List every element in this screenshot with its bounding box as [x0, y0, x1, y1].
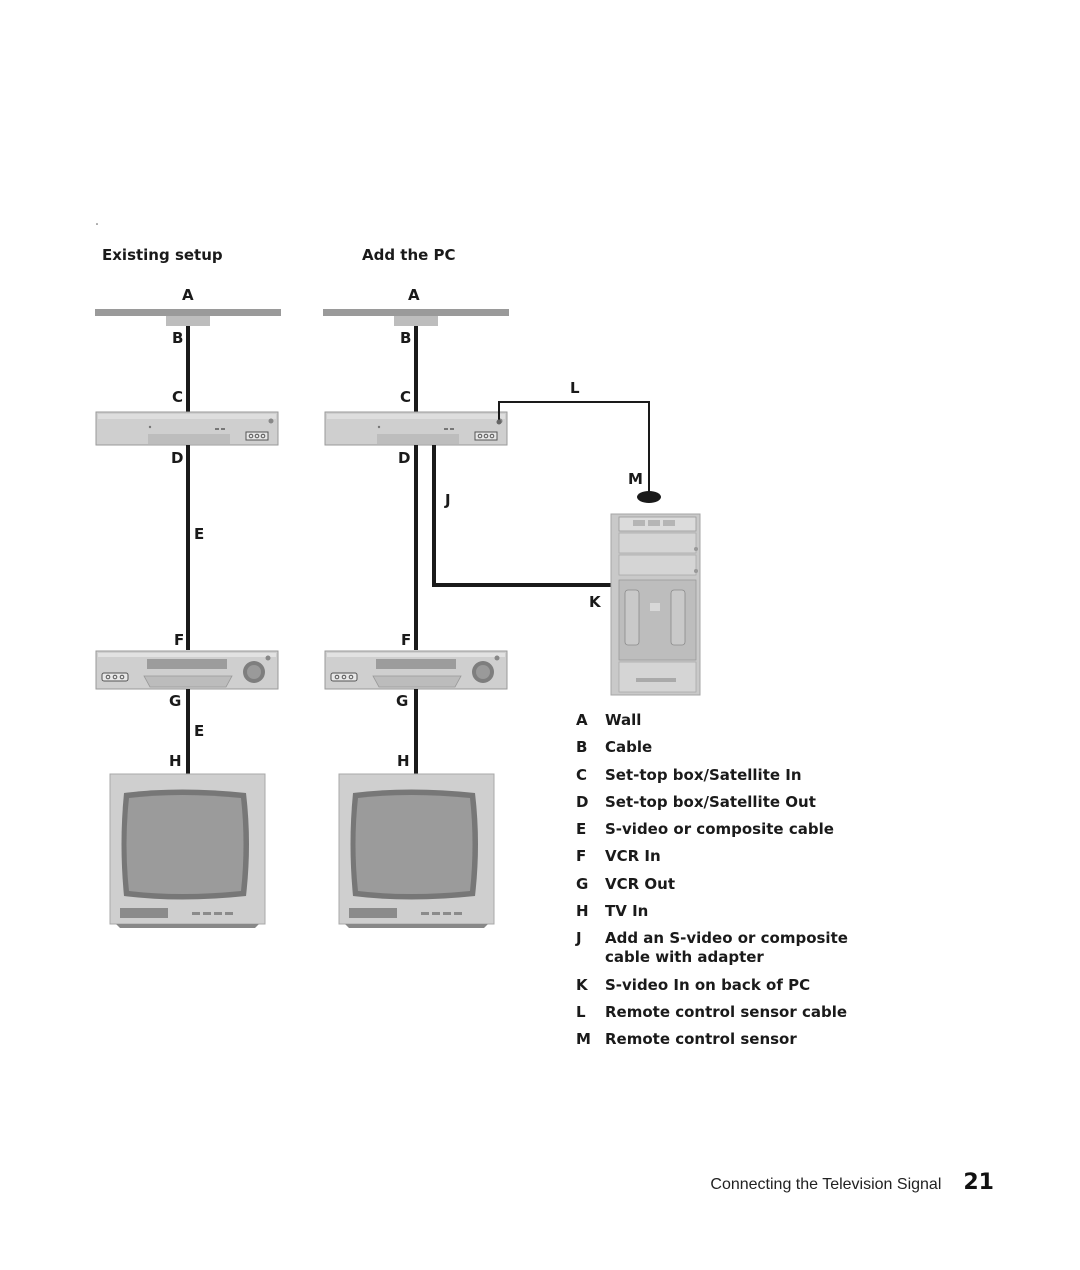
label-b: B: [172, 329, 183, 347]
label-c: C: [172, 388, 183, 406]
label-j: J: [444, 491, 451, 509]
add-pc-title: Add the PC: [362, 246, 456, 264]
legend-text: Set-top box/Satellite Out: [605, 792, 816, 811]
legend-item: J Add an S-video or composite cable with …: [576, 929, 855, 967]
legend-key: D: [576, 792, 589, 811]
label-m: M: [628, 470, 643, 488]
label-d: D: [398, 449, 410, 467]
remote-control-sensor: [637, 491, 661, 503]
existing-setup-title: Existing setup: [102, 246, 223, 264]
label-h: H: [397, 752, 410, 770]
wall: [95, 309, 281, 316]
wall-plate: [394, 316, 438, 326]
legend-item: E S-video or composite cable: [576, 820, 855, 839]
svideo-cable-to-pc: [432, 445, 611, 587]
legend-item: G VCR Out: [576, 875, 855, 894]
legend-key: E: [576, 820, 587, 839]
label-a: A: [408, 286, 420, 304]
legend-item: C Set-top box/Satellite In: [576, 766, 855, 785]
legend-key: M: [576, 1030, 591, 1049]
legend: A Wall B Cable C Set-top box/Satellite In D…: [576, 711, 855, 1058]
legend-text: S-video or composite cable: [605, 820, 834, 839]
legend-text: VCR Out: [605, 874, 675, 893]
legend-text: Wall: [605, 711, 642, 729]
label-f: F: [174, 631, 184, 649]
label-d: D: [171, 449, 183, 467]
legend-text: S-video In on back of PC: [605, 975, 811, 994]
legend-item: F VCR In: [576, 847, 855, 866]
legend-text: Remote control sensor: [605, 1030, 797, 1049]
legend-text: TV In: [605, 902, 649, 921]
legend-text: Cable: [605, 738, 653, 757]
wall-plate: [166, 316, 210, 326]
page-footer: Connecting the Television Signal 21: [710, 1170, 994, 1195]
legend-item: M Remote control sensor: [576, 1030, 855, 1049]
existing-setup-panel: A B C D E F G E H: [95, 286, 281, 929]
legend-key: G: [576, 874, 589, 893]
legend-item: K S-video In on back of PC: [576, 976, 855, 995]
vcr: [95, 650, 279, 690]
label-e: E: [194, 525, 204, 543]
legend-text: Add an S-video or composite cable with a…: [605, 929, 848, 967]
legend-item: B Cable: [576, 738, 855, 757]
remote-sensor-jack: [496, 419, 502, 425]
legend-item: L Remote control sensor cable: [576, 1003, 855, 1022]
set-top-box: [324, 411, 508, 446]
label-g: G: [396, 692, 408, 710]
legend-text: VCR In: [605, 847, 661, 866]
legend-key: J: [576, 929, 582, 948]
television: [109, 773, 266, 929]
legend-text: Remote control sensor cable: [605, 1002, 848, 1021]
legend-key: L: [576, 1002, 586, 1021]
label-h: H: [169, 752, 182, 770]
legend-key: C: [576, 765, 588, 784]
legend-item: D Set-top box/Satellite Out: [576, 793, 855, 812]
set-top-box: [95, 411, 279, 446]
vcr: [324, 650, 508, 690]
label-k: K: [589, 593, 602, 611]
legend-key: A: [576, 711, 588, 729]
wall: [323, 309, 509, 316]
stray-mark: [96, 223, 98, 225]
page-number: 21: [963, 1170, 994, 1195]
pc-tower: [610, 513, 701, 696]
add-pc-panel: A B C D J F G H L M K: [323, 286, 701, 929]
legend-key: K: [576, 975, 588, 994]
label-f: F: [401, 631, 411, 649]
legend-text: Set-top box/Satellite In: [605, 765, 802, 784]
remote-sensor-cable: [498, 401, 650, 492]
section-title: Connecting the Television Signal: [710, 1176, 942, 1193]
label-a: A: [182, 286, 194, 304]
label-l: L: [570, 379, 580, 397]
label-g: G: [169, 692, 181, 710]
legend-key: H: [576, 902, 589, 921]
label-e: E: [194, 722, 204, 740]
television: [338, 773, 495, 929]
legend-key: B: [576, 738, 588, 757]
legend-item: H TV In: [576, 902, 855, 921]
legend-item: A Wall: [576, 711, 855, 730]
legend-key: F: [576, 847, 587, 866]
label-b: B: [400, 329, 411, 347]
label-c: C: [400, 388, 411, 406]
